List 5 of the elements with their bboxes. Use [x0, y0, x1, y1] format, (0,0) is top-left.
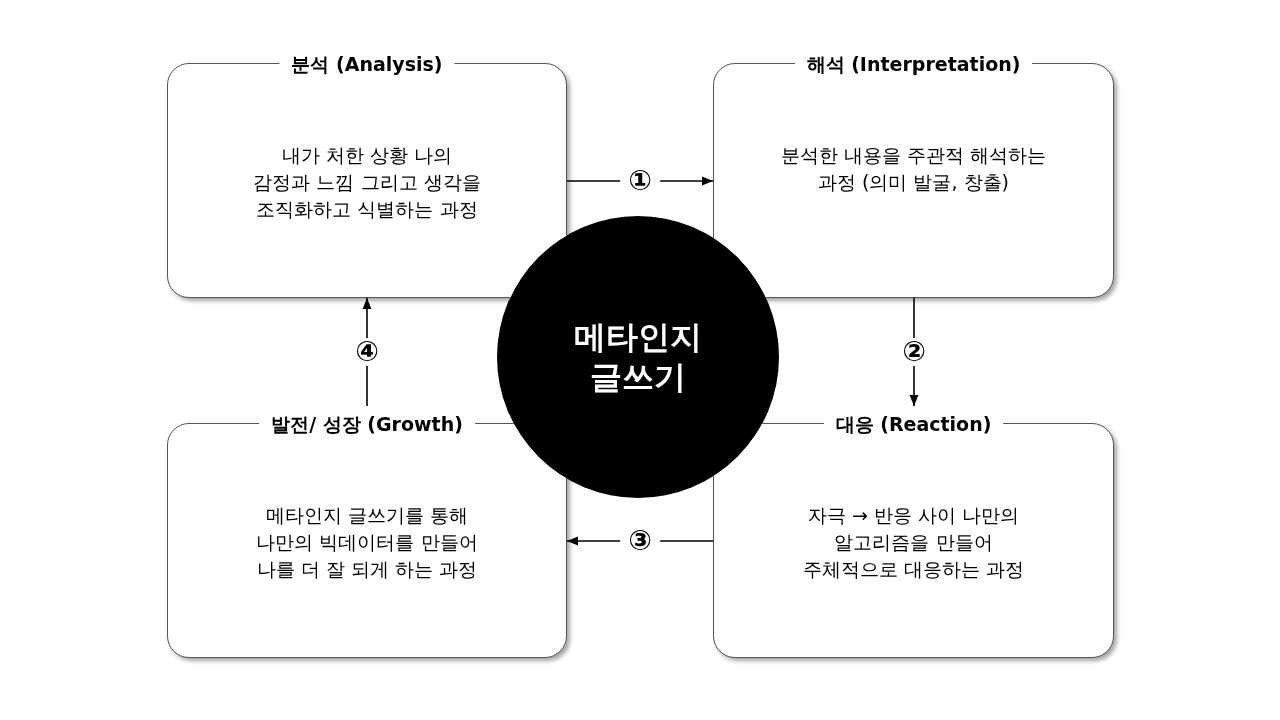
box-description: 자극 → 반응 사이 나만의 알고리즘을 만들어 주체적으로 대응하는 과정 [801, 503, 1026, 582]
box-description: 내가 처한 상황 나의 감정과 느낌 그리고 생각을 조직화하고 식별하는 과정 [252, 143, 482, 222]
circle-title: 메타인지 글쓰기 [573, 317, 703, 397]
box-description: 분석한 내용을 주관적 해석하는 과정 (의미 발굴, 창출) [779, 143, 1048, 195]
box-description: 메타인지 글쓰기를 통해 나만의 빅데이터를 만들어 나를 더 잘 되게 하는 과정 [255, 503, 479, 582]
